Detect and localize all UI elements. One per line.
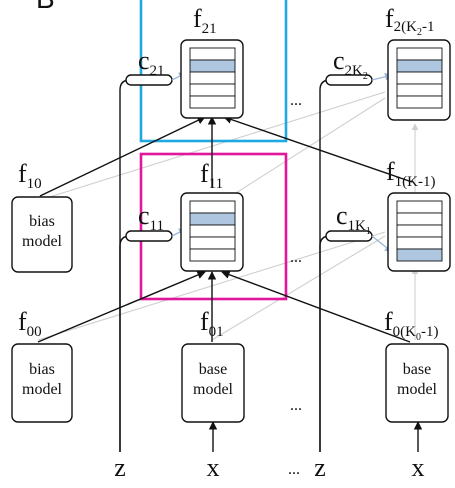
input-z-1: z (114, 453, 126, 482)
label-f2k: f2(K2-1 (385, 4, 435, 38)
base-model-label: model (397, 381, 438, 398)
label-f00: f00 (18, 307, 42, 340)
label-c2k: c2K2 (333, 46, 368, 82)
bias-model-label: model (22, 233, 63, 250)
panel-letter: B (36, 0, 55, 14)
label-c11: c11 (138, 201, 164, 234)
base-model-label: base (199, 361, 227, 378)
ellipsis-level1: ... (290, 249, 302, 266)
input-x-2: x (412, 453, 425, 482)
label-c1k: c1K1 (336, 201, 371, 237)
base-model-box-1: base model (181, 343, 245, 423)
expert-box-f2k (387, 39, 451, 121)
input-x-1: x (207, 453, 220, 482)
input-z-2: z (314, 453, 326, 482)
expert-box-f1k (387, 192, 451, 272)
bias-model-label: bias (29, 361, 55, 378)
label-f21: f21 (193, 4, 217, 37)
ellipsis-level2: ... (290, 92, 302, 109)
label-f1k: f1(K-1) (386, 157, 436, 190)
base-model-label: base (403, 361, 431, 378)
label-c21: c21 (138, 46, 165, 79)
bias-model-label: model (22, 381, 63, 398)
base-model-label: model (193, 381, 234, 398)
bias-model-label: bias (29, 213, 55, 230)
highlight-box-bottom (139, 152, 288, 301)
label-f0k: f0(K0-1) (384, 307, 439, 343)
highlight-box-top (139, 0, 288, 143)
base-model-box-k: base model (385, 343, 449, 423)
expert-box-f21 (180, 39, 244, 119)
expert-box-f11 (180, 192, 244, 272)
bias-model-box-level0: bias model (11, 343, 73, 423)
input-ellipsis: ... (288, 461, 300, 478)
label-f11: f11 (200, 159, 223, 192)
ellipsis-level0: ... (290, 397, 302, 414)
label-f01: f01 (200, 307, 224, 340)
bias-model-box-level1: bias model (11, 196, 73, 273)
label-f10: f10 (18, 159, 42, 192)
context-pills (125, 72, 393, 253)
